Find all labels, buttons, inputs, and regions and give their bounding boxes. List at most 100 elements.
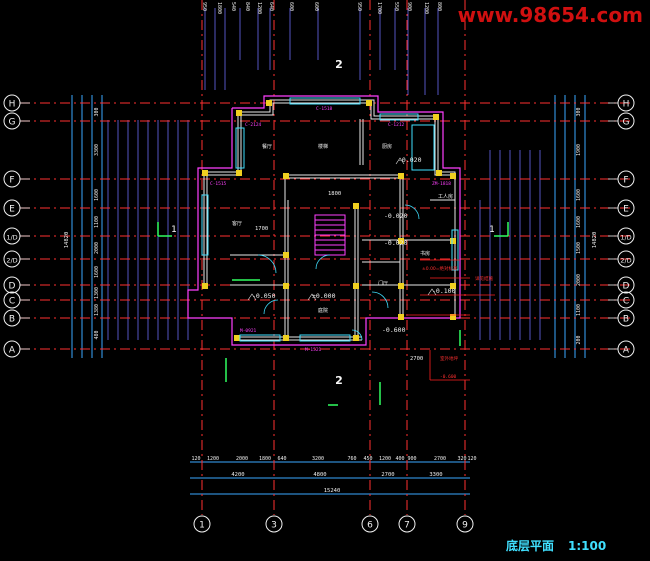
top-dim-label: 800 <box>436 2 442 11</box>
right-hatching <box>479 150 541 340</box>
bottom-dim-label: 1800 <box>259 456 271 462</box>
grid-row-label: H <box>623 100 630 110</box>
room-label-dining: 餐厅 <box>262 143 272 150</box>
bottom-dim-label: 120 <box>467 456 476 462</box>
top-hatching <box>204 8 439 95</box>
grid-row-bubble: F <box>608 170 635 188</box>
top-dim-label: 950 <box>201 2 207 11</box>
room-label-stair-hall: 楼梯 <box>318 143 328 150</box>
grid-col-bubble: 7 <box>398 515 416 533</box>
column-block <box>398 238 404 244</box>
section-mark-right: 1 <box>489 225 495 235</box>
window-tag: ZM-1818 <box>432 181 451 187</box>
grid-row-label: G <box>623 118 630 128</box>
right-dim-label: 300 <box>576 107 582 116</box>
grid-row-label: F <box>9 176 14 186</box>
right-dim-label: 2000 <box>576 274 582 286</box>
column-block <box>202 283 208 289</box>
window-tag: C-1212 <box>388 122 405 128</box>
dimension-frame <box>71 95 586 495</box>
grid-row-label: B <box>9 315 15 325</box>
grid-row-bubble: E <box>608 199 635 217</box>
window-tag: C-1515 <box>210 181 227 187</box>
note: -0.600 <box>440 374 457 380</box>
room-label-entrance: 门厅 <box>378 280 388 287</box>
grid-row-bubble: D <box>608 276 635 294</box>
grid-row-label: C <box>9 297 15 307</box>
left-dim-label: 1100 <box>94 216 100 228</box>
bottom-dim-label: 120 <box>191 456 200 462</box>
window-tag: C-1518 <box>316 106 333 112</box>
room-label-living: 客厅 <box>232 220 242 227</box>
right-total-label: 14820 <box>592 232 598 249</box>
grid-row-label: C <box>623 297 629 307</box>
column-block <box>236 110 242 116</box>
level-stair: -0.020 <box>384 212 408 220</box>
column-block <box>234 335 240 341</box>
watermark-text: www.98654.com <box>458 3 643 27</box>
top-dim-label: 540 <box>230 2 236 11</box>
grid-row-label: 2/D <box>6 257 17 265</box>
column-block <box>398 283 404 289</box>
grid-row-label: D <box>623 282 630 292</box>
top-dim-label: 640 <box>268 2 274 11</box>
bottom-dim-label: 760 <box>347 456 356 462</box>
left-dim-label: 300 <box>94 107 100 116</box>
grid-row-label: E <box>623 205 629 215</box>
right-dim-label: 200 <box>576 335 582 344</box>
grid-row-bubble: 2/D <box>3 250 30 268</box>
column-block <box>283 173 289 179</box>
right-dim-label: 1100 <box>576 304 582 316</box>
grid-row-label: G <box>9 118 16 128</box>
right-dim-label: 1900 <box>576 144 582 156</box>
right-dim-label: 1500 <box>576 242 582 254</box>
top-dim-label: 1200 <box>256 2 262 14</box>
bottom-dim-label: 400 <box>395 456 404 462</box>
bottom-dim-label: 3300 <box>429 472 442 478</box>
column-block <box>266 100 272 106</box>
top-dim-label: 1700 <box>376 2 382 14</box>
left-dim-label: 2000 <box>94 242 100 254</box>
left-dim-label: 3300 <box>94 144 100 156</box>
grid-row-bubble: C <box>3 291 30 309</box>
grid-row-bubble: B <box>3 309 30 327</box>
column-block <box>398 173 404 179</box>
grid-row-label: 1/D <box>620 234 631 242</box>
bottom-dim-label: 4200 <box>231 472 244 478</box>
column-block <box>202 170 208 176</box>
structural-columns <box>202 100 456 341</box>
column-block <box>450 314 456 320</box>
bottom-dim-label: 2700 <box>434 456 446 462</box>
left-dim-label: 1600 <box>94 266 100 278</box>
level-porch: -0.600 <box>382 326 406 334</box>
grid-row-label: F <box>623 176 628 186</box>
top-dim-label: 950 <box>356 2 362 11</box>
grid-col-lines <box>201 0 466 515</box>
inner-dim: 1700 <box>255 226 268 232</box>
column-block <box>433 114 439 120</box>
grid-row-bubble: B <box>608 309 635 327</box>
building-outline <box>187 95 461 346</box>
grid-col-bubble: 6 <box>361 515 379 533</box>
drawing-title: 底层平面 <box>506 538 554 553</box>
grid-row-label: B <box>623 315 629 325</box>
bottom-dim-label: 450 <box>363 456 372 462</box>
left-dim-label: 480 <box>94 330 100 339</box>
top-dim-label: 1200 <box>423 2 429 14</box>
left-dim-label: 1300 <box>94 287 100 299</box>
grid-row-label: A <box>9 346 16 356</box>
doors <box>257 204 420 341</box>
grid-row-label: E <box>9 205 15 215</box>
grid-row-bubble: F <box>3 170 30 188</box>
bottom-dim-label: 320 <box>457 456 466 462</box>
bottom-dim-label: 640 <box>277 456 286 462</box>
column-block <box>398 314 404 320</box>
level-marks: -0.020 -0.020 -0.020 -0.050 ±0.000 -0.10… <box>247 156 456 334</box>
column-block <box>236 170 242 176</box>
column-block <box>353 203 359 209</box>
top-dim-label: 600 <box>313 2 319 11</box>
